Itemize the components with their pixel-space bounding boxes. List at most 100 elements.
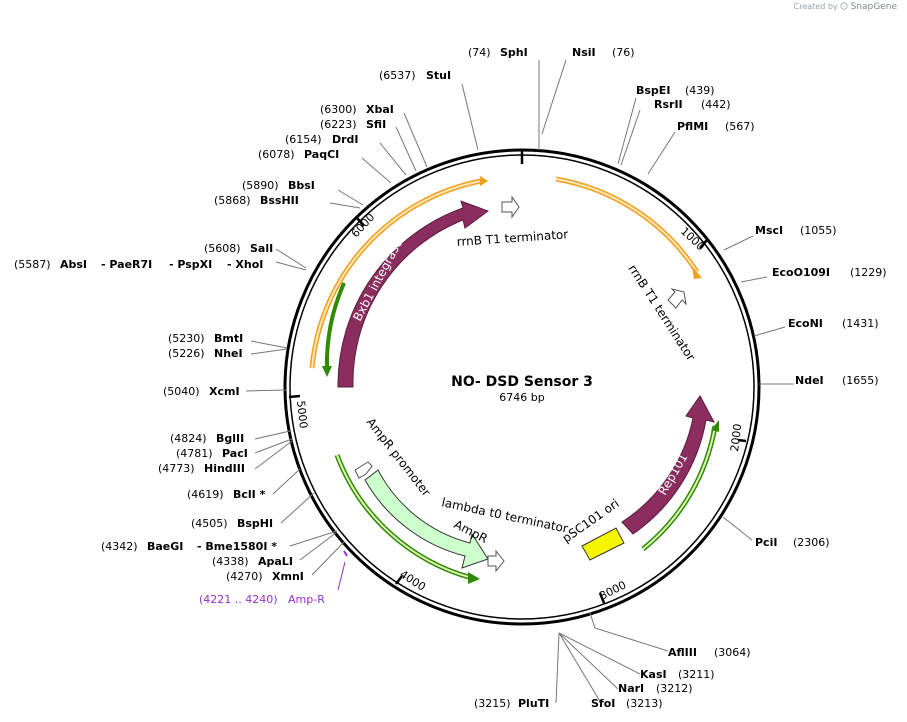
site-bcli-pos: (4619)	[187, 488, 224, 501]
site-bbsi-name[interactable]: BbsI	[288, 179, 315, 192]
site-bsphi-pos: (4505)	[191, 517, 228, 530]
site-drdi-pos: (6154)	[285, 133, 322, 146]
site-rsrii-name[interactable]: RsrII	[654, 98, 683, 111]
site-pspxi-name[interactable]: - PspXI	[169, 258, 212, 271]
site-pluti-name[interactable]: PluTI	[518, 697, 549, 710]
primer-name[interactable]: Amp-R	[288, 593, 325, 606]
primer-mark	[343, 550, 348, 557]
site-kasi-pos: (3211)	[678, 668, 715, 681]
site-hindiii-pos: (4773)	[158, 462, 195, 475]
site-bsshii-pos: (5868)	[214, 194, 251, 207]
site-pflmi-pos: (567)	[725, 120, 755, 133]
site-stui-name[interactable]: StuI	[426, 69, 451, 82]
site-sali-name[interactable]: SalI	[250, 242, 273, 255]
site-kasi-name[interactable]: KasI	[640, 668, 667, 681]
site-nsii-name[interactable]: NsiI	[572, 46, 596, 59]
site-bglii-pos: (4824)	[170, 432, 207, 445]
site-bbsi-pos: (5890)	[242, 179, 279, 192]
snapgene-logo: ⬡	[840, 2, 849, 12]
site-xmni-pos: (4270)	[226, 570, 263, 583]
site-bglii-name[interactable]: BglII	[216, 432, 244, 445]
snapgene-credit: Created by ⬡ SnapGene	[794, 2, 897, 12]
site-apali-pos: (4338)	[212, 555, 249, 568]
site-nsii-pos: (76)	[612, 46, 635, 59]
site-ecoo109i-name[interactable]: EcoO109I	[772, 266, 830, 279]
feature-rep101[interactable]	[621, 395, 715, 535]
feature-bxb1-integrase[interactable]	[337, 200, 490, 388]
site-bspei-pos: (439)	[685, 84, 715, 97]
feature-rrnb-t1-terminator-top[interactable]	[501, 195, 520, 219]
site-nhei-name[interactable]: NheI	[214, 347, 243, 360]
site-hindiii-name[interactable]: HindIII	[204, 462, 245, 475]
site-sfii-name[interactable]: SfiI	[366, 118, 386, 131]
site-stui-pos: (6537)	[379, 69, 416, 82]
site-paci-name[interactable]: PacI	[222, 447, 248, 460]
feature-rrnb-t1-terminator-right[interactable]	[667, 288, 687, 309]
site-sfoi-name[interactable]: SfoI	[591, 697, 615, 710]
site-xcmi-name[interactable]: XcmI	[209, 385, 240, 398]
site-econi-pos: (1431)	[842, 317, 879, 330]
site-afliii-pos: (3064)	[714, 646, 751, 659]
primer-range: (4221 .. 4240)	[199, 593, 278, 606]
feature-ampr-promoter[interactable]	[354, 461, 373, 479]
site-pcii-pos: (2306)	[793, 536, 830, 549]
site-paqci-pos: (6078)	[258, 148, 295, 161]
scale-ticks	[288, 217, 747, 604]
site-bmti-name[interactable]: BmtI	[214, 332, 243, 345]
site-econi-name[interactable]: EcoNI	[788, 317, 823, 330]
site-apali-name[interactable]: ApaLI	[258, 555, 293, 568]
site-nari-pos: (3212)	[656, 682, 693, 695]
site-bsphi-name[interactable]: BspHI	[237, 517, 273, 530]
label-rrnb-t1-terminator-top: rrnB T1 terminator	[456, 227, 568, 249]
green-arcs	[322, 282, 719, 584]
primer-leader-line	[337, 561, 346, 591]
site-bmti-pos: (5230)	[168, 332, 205, 345]
site-sphi-name[interactable]: SphI	[500, 46, 528, 59]
tick-label-5000: 5000	[294, 400, 310, 429]
site-xmni-name[interactable]: XmnI	[272, 570, 304, 583]
tick-label-2000: 2000	[728, 423, 744, 452]
plasmid-length: 6746 bp	[499, 391, 544, 404]
site-sali-pos: (5608)	[204, 242, 241, 255]
site-msci-name[interactable]: MscI	[755, 224, 783, 237]
site-afliii-name[interactable]: AflIII	[668, 646, 697, 659]
site-rsrii-pos: (442)	[701, 98, 731, 111]
site-drdi-name[interactable]: DrdI	[332, 133, 359, 146]
site-bsshii-name[interactable]: BssHII	[260, 194, 299, 207]
site-nhei-pos: (5226)	[168, 347, 205, 360]
site-xbai-name[interactable]: XbaI	[366, 103, 394, 116]
site-baegi-pos: (4342)	[101, 540, 138, 553]
site-bcli-name[interactable]: BclI *	[233, 488, 266, 501]
feature-psc101-ori[interactable]	[581, 527, 625, 561]
site-baegi-name[interactable]: BaeGI	[147, 540, 183, 553]
credit-prefix: Created by	[793, 2, 838, 11]
site-xcmi-pos: (5040)	[163, 385, 200, 398]
site-pluti-pos: (3215)	[474, 697, 511, 710]
site-paer7i-name[interactable]: - PaeR7I	[101, 258, 152, 271]
feature-ampr[interactable]	[364, 469, 489, 569]
site-absi-pos: (5587)	[14, 258, 51, 271]
site-paci-pos: (4781)	[176, 447, 213, 460]
site-sfii-pos: (6223)	[320, 118, 357, 131]
site-pflmi-name[interactable]: PflMI	[677, 120, 708, 133]
plasmid-name: NO- DSD Sensor 3	[451, 374, 593, 390]
label-bxb1-integrase: Bxb1 integrase	[350, 237, 405, 324]
site-xhoi-name[interactable]: - XhoI	[227, 258, 263, 271]
feature-lambda-t0-terminator[interactable]	[487, 549, 505, 573]
site-paqci-name[interactable]: PaqCI	[304, 148, 339, 161]
site-absi-name[interactable]: AbsI	[60, 258, 87, 271]
tick-label-3000: 3000	[597, 578, 628, 602]
site-xbai-pos: (6300)	[320, 103, 357, 116]
site-leader-lines	[245, 59, 794, 704]
credit-brand: SnapGene	[850, 2, 897, 12]
site-msci-pos: (1055)	[800, 224, 837, 237]
site-pcii-name[interactable]: PciI	[755, 536, 777, 549]
site-bspei-name[interactable]: BspEI	[636, 84, 670, 97]
site-ecoo109i-pos: (1229)	[850, 266, 887, 279]
site-ndei-pos: (1655)	[842, 374, 879, 387]
site-sphi-pos: (74)	[468, 46, 491, 59]
site-ndei-name[interactable]: NdeI	[795, 374, 824, 387]
site-nari-name[interactable]: NarI	[618, 682, 644, 695]
site-bme1580i-name[interactable]: - Bme1580I *	[197, 540, 277, 553]
